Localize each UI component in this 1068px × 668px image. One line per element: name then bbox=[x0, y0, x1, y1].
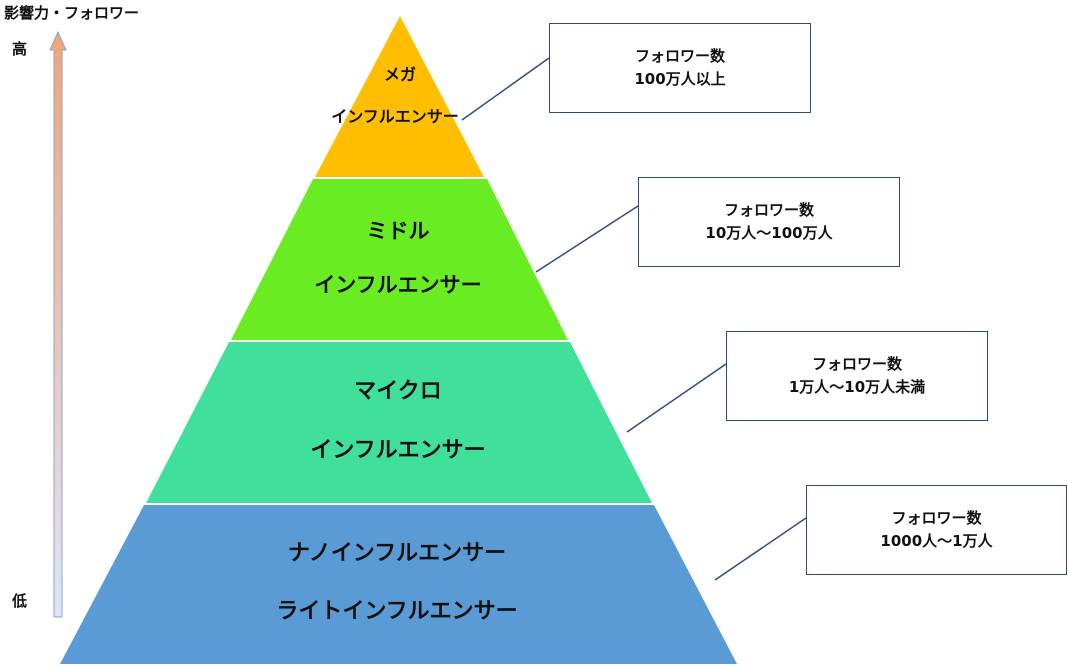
axis-title: 影響力・フォロワー bbox=[4, 4, 140, 22]
axis-high-label: 高 bbox=[12, 40, 28, 58]
micro-label-line2: インフルエンサー bbox=[310, 438, 485, 463]
middle-follower-callout: フォロワー数 10万人～100万人 bbox=[638, 177, 900, 267]
callout-title: フォロワー数 bbox=[723, 201, 814, 219]
callout-title: フォロワー数 bbox=[634, 47, 725, 65]
callout-title: フォロワー数 bbox=[891, 509, 982, 527]
micro-tier bbox=[146, 342, 652, 503]
callout-range: 1000人～1万人 bbox=[880, 532, 993, 550]
middle-tier bbox=[231, 179, 568, 340]
middle-connector-line bbox=[535, 205, 639, 273]
micro-label-line1: マイクロ bbox=[354, 379, 442, 404]
mega-label-line1: メガ bbox=[384, 65, 416, 84]
influence-arrow bbox=[49, 30, 67, 618]
nano-follower-callout: フォロワー数 1000人～1万人 bbox=[806, 485, 1067, 575]
callout-range: 10万人～100万人 bbox=[705, 224, 833, 242]
micro-follower-callout: フォロワー数 1万人～10万人未満 bbox=[726, 331, 988, 421]
micro-connector-line bbox=[626, 363, 727, 433]
nano-tier bbox=[60, 505, 737, 664]
nano-label-line1: ナノインフルエンサー bbox=[288, 541, 506, 566]
callout-range: 100万人以上 bbox=[634, 70, 726, 88]
callout-range: 1万人～10万人未満 bbox=[788, 378, 926, 396]
nano-connector-line bbox=[714, 517, 807, 581]
axis-low-label: 低 bbox=[12, 592, 28, 610]
middle-label-line2: インフルエンサー bbox=[314, 273, 481, 297]
mega-follower-callout: フォロワー数 100万人以上 bbox=[549, 23, 811, 113]
callout-title: フォロワー数 bbox=[811, 355, 902, 373]
mega-label-line2: インフルエンサー bbox=[331, 107, 459, 126]
middle-label-line1: ミドル bbox=[367, 219, 430, 243]
mega-connector-line bbox=[461, 57, 550, 121]
light-label-line2: ライトインフルエンサー bbox=[276, 599, 517, 624]
mega-tier bbox=[315, 16, 484, 177]
